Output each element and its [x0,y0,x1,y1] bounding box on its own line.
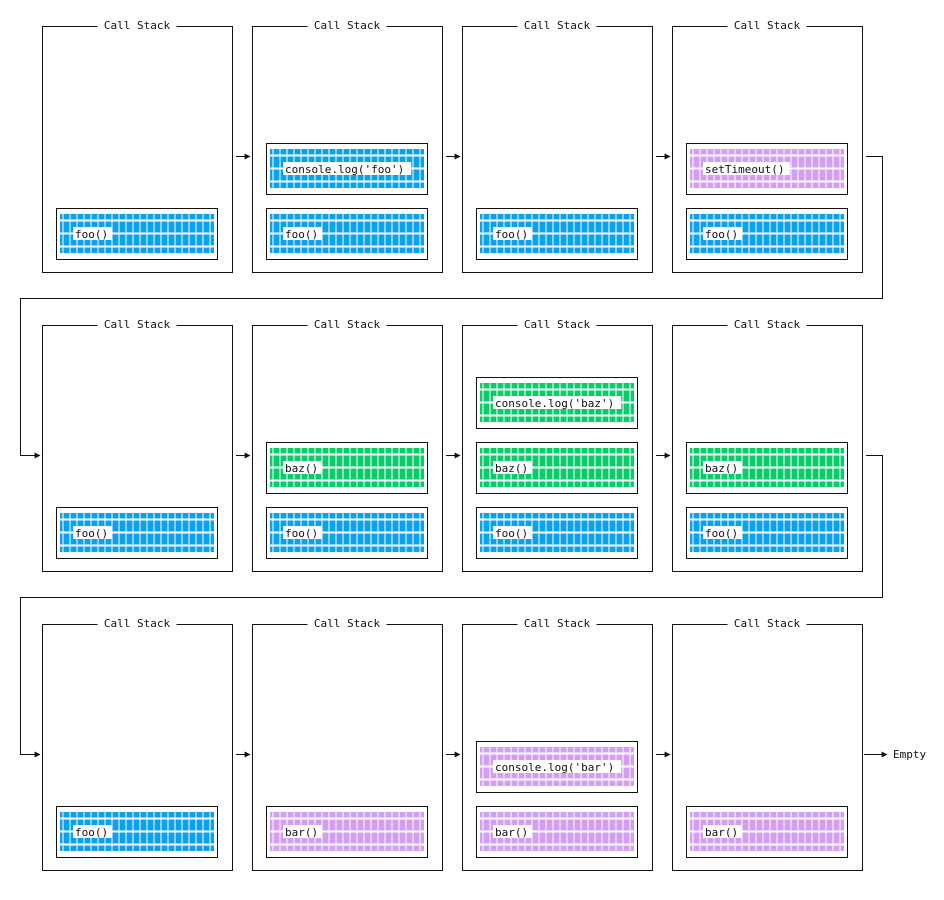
call-stack-panel: Call Stack foo() [42,617,233,871]
call-stack-panel-border [462,325,653,572]
call-stack-panel-border [42,26,233,273]
stack-frame-label: foo() [495,527,528,540]
stack-frame-label-bg [73,825,112,838]
stack-frame: bar() [686,806,848,858]
stack-frame-label-bg [493,825,532,838]
call-stack-panel: Call Stack bar() [252,617,443,871]
panels: Call Stack foo() Call Stack console.log('fo… [42,19,863,871]
stack-frame: baz() [266,442,428,494]
call-stack-panel-border [42,624,233,871]
stack-frame-label: console.log('bar') [495,761,614,774]
stack-frame-label-bg [703,825,742,838]
stack-frame-label: bar() [285,826,318,839]
stack-frame-label: foo() [705,228,738,241]
stack-frame-label-bg [493,760,622,773]
stack-frame: setTimeout() [686,143,848,195]
call-stack-panel-border [252,624,443,871]
stack-frame: foo() [476,507,638,559]
stack-frame: baz() [686,442,848,494]
row-wrap-arrow [20,455,883,758]
call-stack-title: Call Stack [734,19,801,32]
call-stack-panel: Call Stack setTimeout() foo() [672,19,863,273]
stack-frame-label: foo() [285,228,318,241]
stack-frame-label-bg [703,461,742,474]
stack-frame-label-bg [283,461,322,474]
stack-frame: console.log('baz') [476,377,638,429]
stack-frame: foo() [56,507,218,559]
end-label: Empty [893,748,926,761]
stack-frame-label-bg [73,526,112,539]
call-stack-title: Call Stack [734,617,801,630]
call-stack-title: Call Stack [104,19,171,32]
call-stack-panel-border [252,26,443,273]
call-stack-panel: Call Stack console.log('baz') baz() foo() [462,318,653,572]
stack-frame: foo() [266,507,428,559]
call-stack-title: Call Stack [524,19,591,32]
call-stack-title: Call Stack [314,318,381,331]
stack-frame-label-bg [703,526,742,539]
stack-frame-label: foo() [75,826,108,839]
stack-frame-label-bg [283,825,322,838]
call-stack-panel: Call Stack baz() foo() [252,318,443,572]
stack-frame: baz() [476,442,638,494]
call-stack-title: Call Stack [524,318,591,331]
stack-frame-label: foo() [75,527,108,540]
stack-frame-label-bg [73,227,112,240]
stack-frame-label: foo() [75,228,108,241]
stack-frame-label: foo() [495,228,528,241]
call-stack-title: Call Stack [104,617,171,630]
stack-frame-label: baz() [285,462,318,475]
stack-frame-label: foo() [285,527,318,540]
call-stack-panel-border [672,325,863,572]
stack-frame-label: foo() [705,527,738,540]
call-stack-panel-border [462,26,653,273]
call-stack-panel-border [462,624,653,871]
call-stack-panel: Call Stack foo() [42,318,233,572]
stack-frame: foo() [56,208,218,260]
stack-frame: foo() [476,208,638,260]
stack-frame-label: setTimeout() [705,163,784,176]
stack-frame-label-bg [283,227,322,240]
stack-frame: foo() [56,806,218,858]
call-stack-panel-border [252,325,443,572]
call-stack-panel-border [42,325,233,572]
call-stack-title: Call Stack [314,19,381,32]
stack-frame: foo() [686,507,848,559]
call-stack-title: Call Stack [314,617,381,630]
call-stack-panel: Call Stack console.log('foo') foo() [252,19,443,273]
call-stack-title: Call Stack [524,617,591,630]
stack-frame-label: baz() [495,462,528,475]
stack-frame-label: bar() [495,826,528,839]
call-stack-panel: Call Stack foo() [42,19,233,273]
connectors [20,153,888,758]
stack-frame: console.log('bar') [476,741,638,793]
stack-frame-label-bg [493,396,622,409]
stack-frame-label-bg [493,526,532,539]
stack-frame-label-bg [283,526,322,539]
stack-frame-label: bar() [705,826,738,839]
call-stack-panel: Call Stack bar() [672,617,863,871]
call-stack-title: Call Stack [104,318,171,331]
stack-frame-label-bg [703,227,742,240]
stack-frame-label: baz() [705,462,738,475]
call-stack-title: Call Stack [734,318,801,331]
stack-frame-label: console.log('baz') [495,397,614,410]
stack-frame-label-bg [283,162,412,175]
row-wrap-arrow [20,156,883,459]
call-stack-panel-border [672,624,863,871]
stack-frame: bar() [476,806,638,858]
stack-frame-label-bg [493,461,532,474]
stack-frame-label: console.log('foo') [285,163,404,176]
stack-frame: foo() [686,208,848,260]
call-stack-panel: Call Stack foo() [462,19,653,273]
stack-frame: foo() [266,208,428,260]
stack-frame: console.log('foo') [266,143,428,195]
call-stack-panel: Call Stack console.log('bar') bar() [462,617,653,871]
call-stack-panel-border [672,26,863,273]
stack-frame-label-bg [703,162,790,175]
stack-frame-label-bg [493,227,532,240]
call-stack-panel: Call Stack baz() foo() [672,318,863,572]
stack-frame: bar() [266,806,428,858]
